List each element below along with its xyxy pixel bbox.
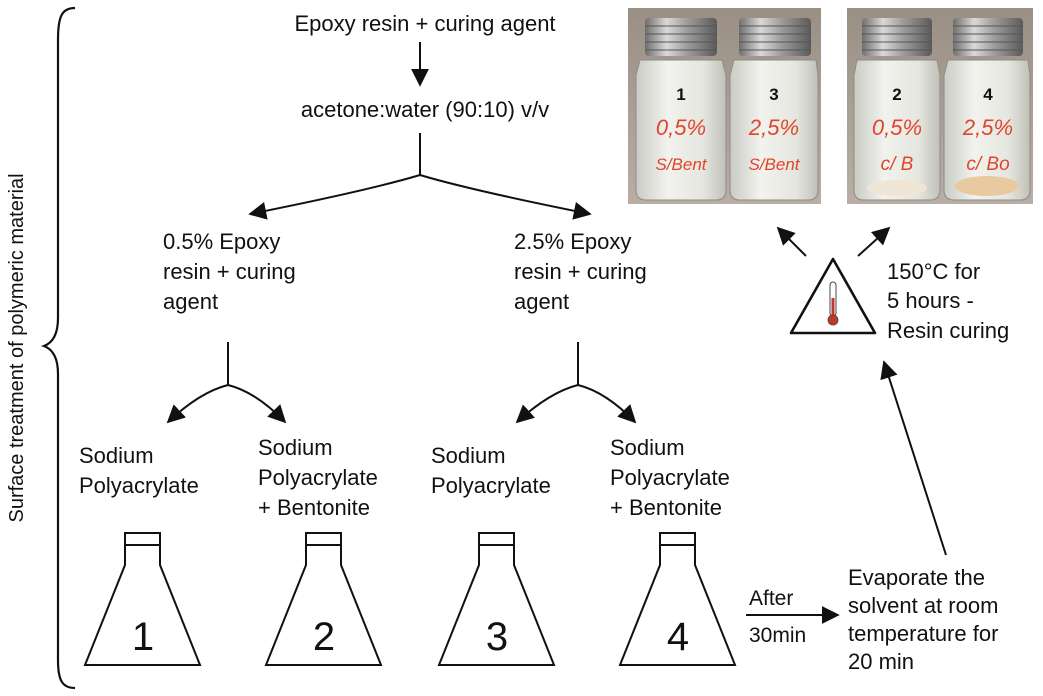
flask-2: 2 <box>264 532 383 666</box>
arrow-to-photo-2 <box>857 226 891 257</box>
heat-warning-icon <box>789 257 877 335</box>
after-time-label: 30min <box>749 624 806 647</box>
arrow-to-sample-1 <box>166 384 229 424</box>
flask-1: 1 <box>83 532 202 666</box>
solvent-label: acetone:water (90:10) v/v <box>301 97 549 122</box>
vial-handwriting: c/ B <box>881 154 914 175</box>
vial-handwriting: 0,5% <box>656 115 706 140</box>
thermometer-icon <box>827 281 839 326</box>
vial-number: 1 <box>676 85 685 104</box>
vial-handwriting: S/Bent <box>655 155 707 174</box>
flask-4-number: 4 <box>667 615 689 659</box>
arrow-to-low-conc <box>248 174 421 220</box>
sample-3-label: Sodium Polyacrylate <box>431 443 551 498</box>
flask-1-number: 1 <box>132 615 154 659</box>
vial-handwriting: 2,5% <box>962 115 1013 140</box>
high-conc-label: 2.5% Epoxy resin + curing agent <box>514 229 653 314</box>
sample-4-label: Sodium Polyacrylate + Bentonite <box>610 435 736 520</box>
flask-3: 3 <box>437 532 556 666</box>
arrow-to-high-conc <box>419 174 592 220</box>
flask-4: 4 <box>618 532 737 666</box>
flask-3-number: 3 <box>486 615 508 659</box>
left-brace <box>40 6 76 690</box>
vial <box>943 18 1031 201</box>
vial-handwriting: c/ Bo <box>966 154 1009 175</box>
photo-vials-2-4: 2 0,5% c/ B 4 2,5% c/ Bo <box>847 8 1033 204</box>
sample-2-label: Sodium Polyacrylate + Bentonite <box>258 435 384 520</box>
vial-handwriting: 0,5% <box>872 115 922 140</box>
arrow-to-photo-1 <box>776 226 807 257</box>
side-label: Surface treatment of polymeric material <box>6 173 28 522</box>
vial-handwriting: S/Bent <box>748 155 800 174</box>
after-label: After <box>749 587 793 610</box>
start-label: Epoxy resin + curing agent <box>294 11 555 36</box>
vial-number: 4 <box>983 85 993 104</box>
photo-vials-1-3: 1 0,5% S/Bent 3 2,5% S/Bent <box>628 8 821 204</box>
arrow-to-sample-2 <box>227 384 287 424</box>
vial <box>635 18 727 201</box>
curing-label: 150°C for 5 hours - Resin curing <box>887 259 1009 343</box>
evaporate-label: Evaporate the solvent at room temperatur… <box>848 565 1005 674</box>
vial-number: 2 <box>892 85 901 104</box>
sample-1-label: Sodium Polyacrylate <box>79 443 199 498</box>
vial-number: 3 <box>769 85 778 104</box>
vial-handwriting: 2,5% <box>748 115 799 140</box>
vial <box>853 18 941 201</box>
arrow-to-sample-4 <box>577 384 637 424</box>
flask-2-number: 2 <box>313 615 335 659</box>
low-conc-label: 0.5% Epoxy resin + curing agent <box>163 229 302 314</box>
arrow-to-curing <box>880 360 947 556</box>
arrow-to-sample-3 <box>515 384 579 424</box>
vial <box>729 18 819 201</box>
